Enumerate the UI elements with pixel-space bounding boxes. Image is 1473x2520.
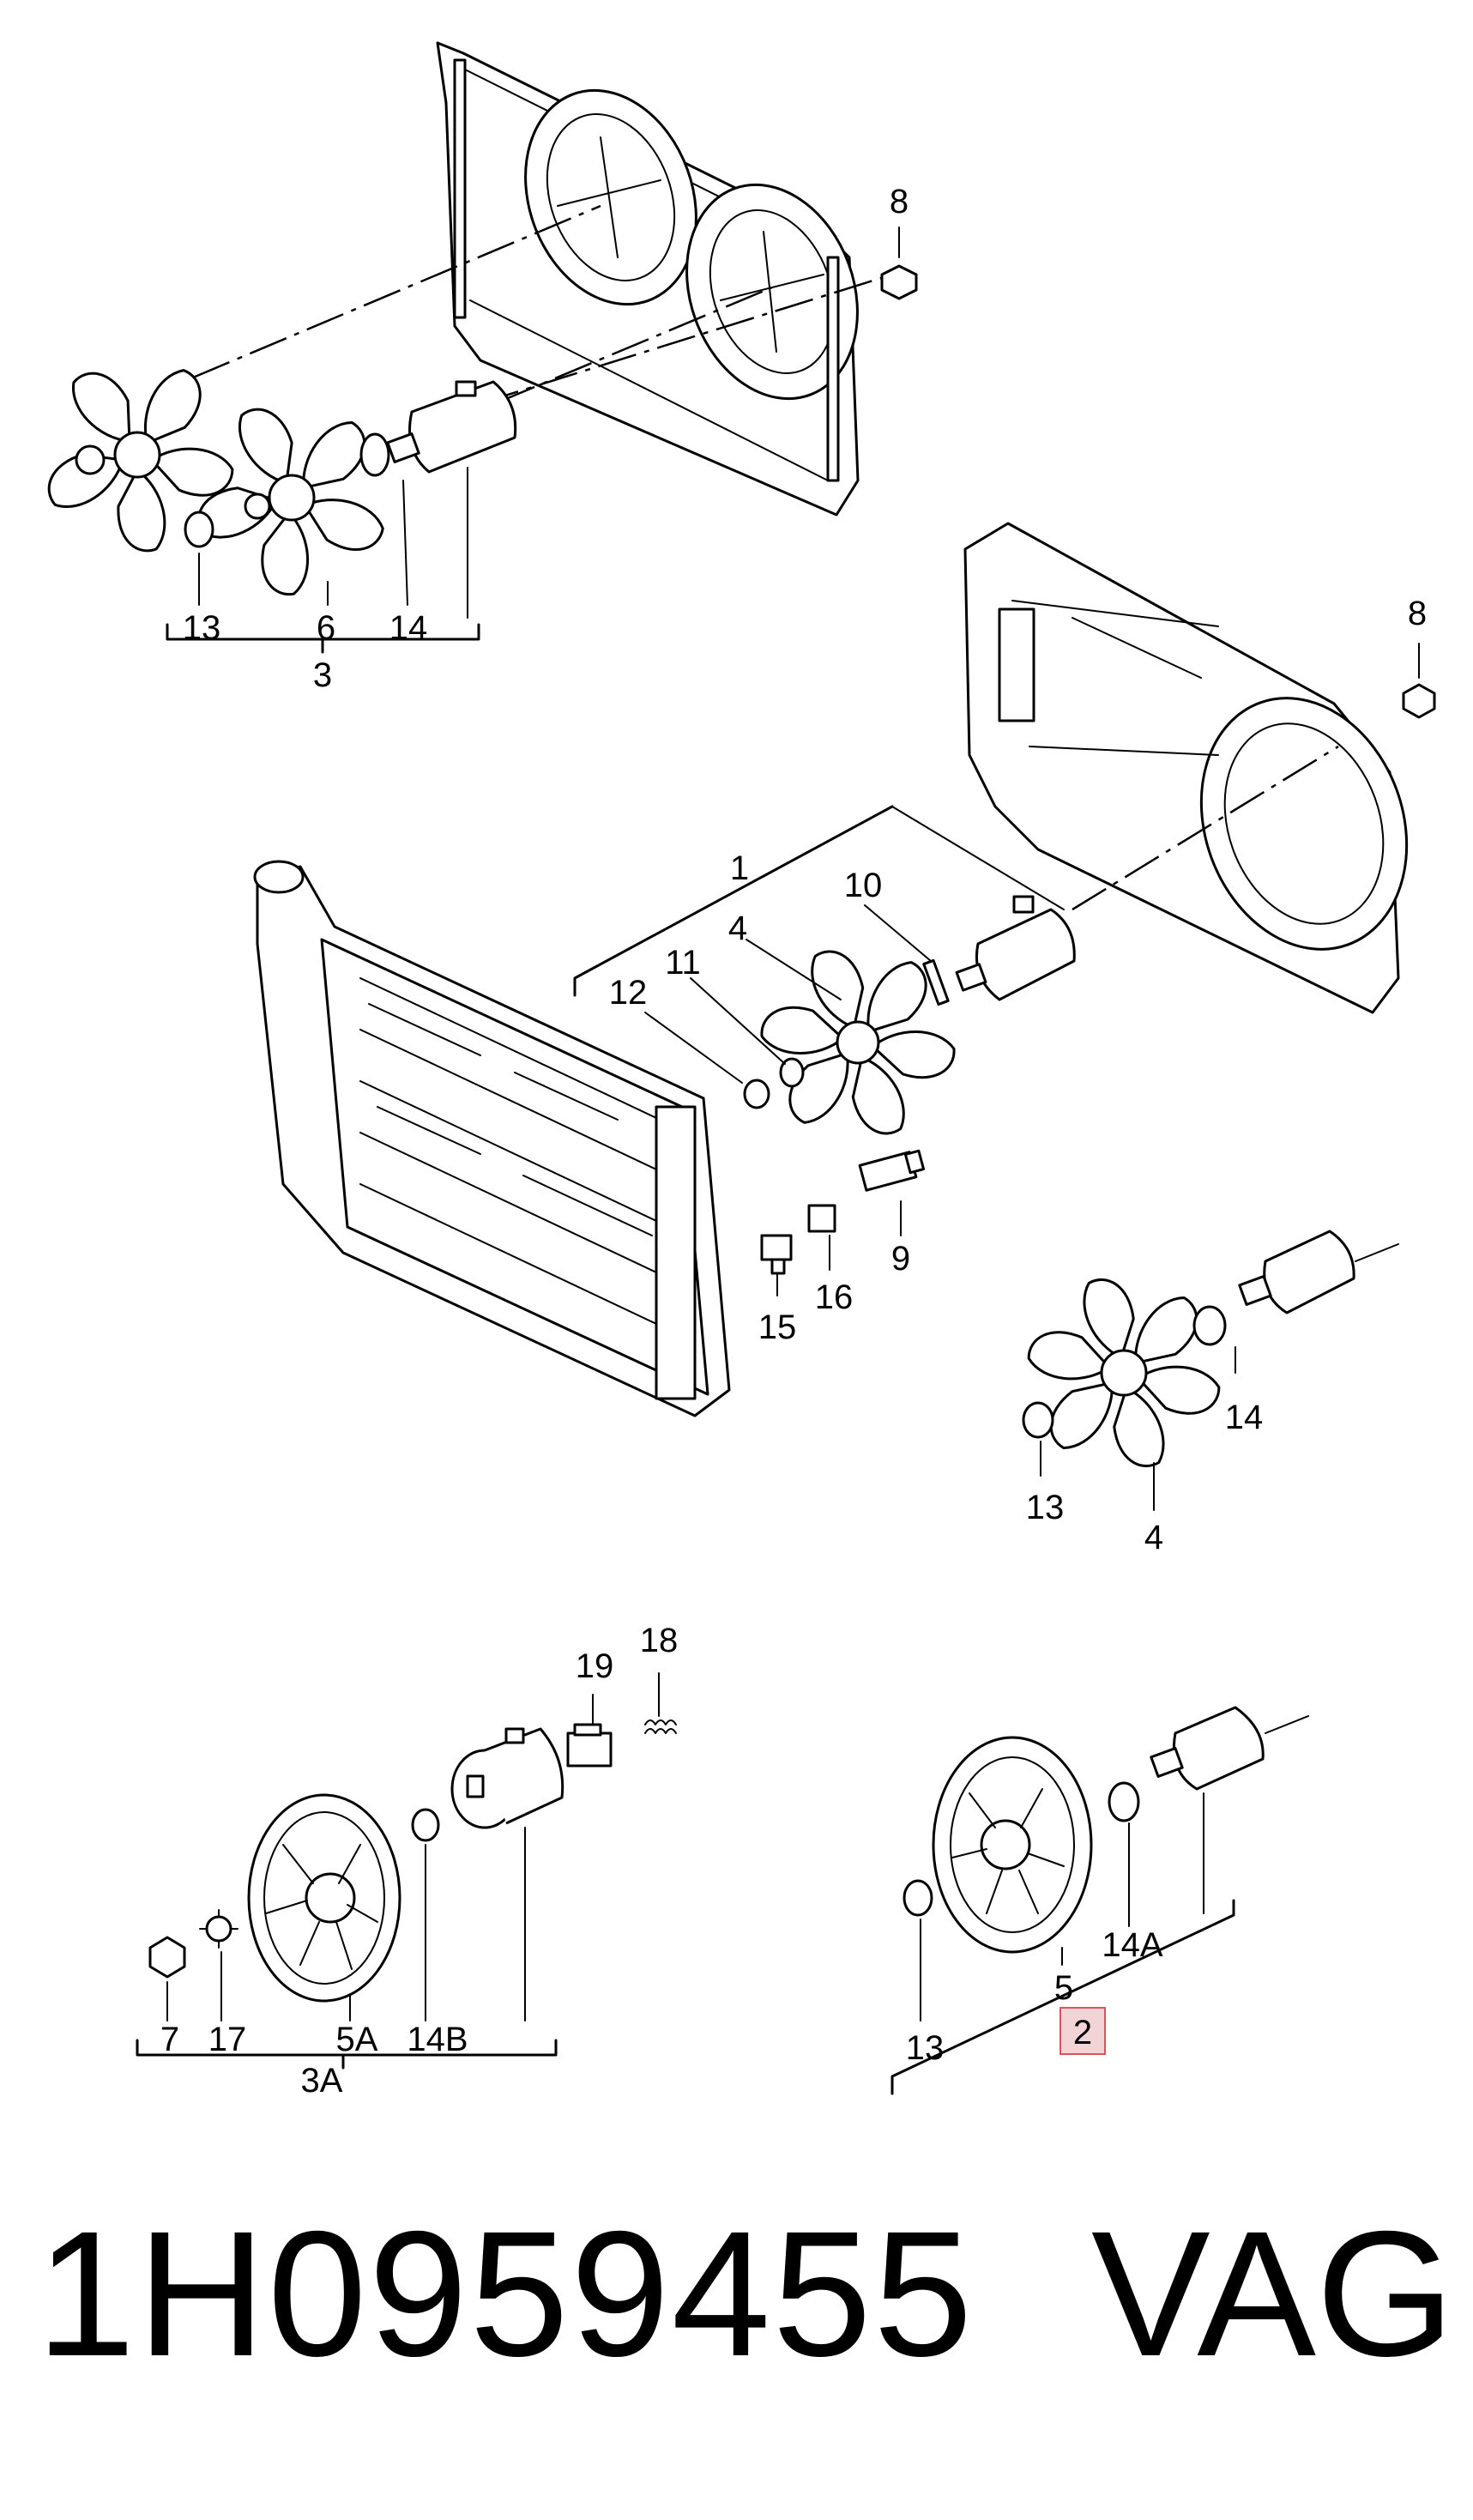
label-13-bottom: 13	[906, 2029, 945, 2067]
label-18: 18	[640, 1622, 679, 1659]
nut-8-top	[880, 264, 918, 300]
motor-2	[1150, 1706, 1309, 1791]
single-fan-shroud	[963, 522, 1409, 1014]
label-19: 19	[576, 1647, 614, 1685]
part-number: 1H0959455	[36, 2195, 975, 2394]
label-15: 15	[758, 1308, 797, 1346]
dash-centerline-middle	[1072, 745, 1339, 911]
twin-fan-shroud	[436, 41, 860, 517]
brand-name: VAG	[1091, 2195, 1455, 2394]
fan-5A	[247, 1793, 401, 2003]
label-17: 17	[208, 2021, 247, 2058]
fan-5	[932, 1736, 1093, 1954]
label-4-right: 4	[1144, 1519, 1163, 1556]
fan-4-right	[1023, 1273, 1225, 1472]
washer-13-top	[184, 511, 214, 548]
label-5: 5	[1054, 1969, 1073, 2007]
label-3A: 3A	[301, 2062, 343, 2100]
washer-13-bottom	[903, 1879, 933, 1917]
label-3: 3	[313, 656, 332, 694]
motor-top	[386, 380, 517, 474]
label-8-middle: 8	[1408, 595, 1427, 632]
bracket-2	[890, 1792, 1235, 2095]
clip-12	[743, 1079, 770, 1109]
clip-16	[807, 1204, 836, 1233]
label-13-top: 13	[183, 609, 221, 647]
label-6: 6	[317, 609, 335, 647]
sensor-15	[760, 1234, 793, 1275]
ring-11	[779, 1057, 805, 1088]
label-13-right: 13	[1026, 1489, 1065, 1526]
label-11: 11	[665, 944, 701, 982]
connector-19	[566, 1723, 613, 1768]
motor-3A	[450, 1727, 564, 1829]
label-5A: 5A	[336, 2021, 378, 2058]
leader-lines-right	[1040, 1346, 1236, 1511]
motor-middle	[955, 895, 1076, 1001]
bracket-3A	[136, 1672, 660, 2070]
label-4-middle: 4	[728, 909, 747, 947]
switch-9	[858, 1149, 926, 1192]
label-10: 10	[844, 867, 883, 904]
label-14A: 14A	[1102, 1926, 1162, 1964]
label-8-top: 8	[890, 183, 909, 221]
label-9: 9	[891, 1240, 910, 1278]
label-14-right: 14	[1225, 1399, 1264, 1436]
washer-17	[199, 1909, 238, 1949]
label-14-top: 14	[389, 609, 428, 647]
ring-14-right	[1192, 1305, 1227, 1346]
label-12: 12	[609, 974, 648, 1012]
washer-13-right	[1022, 1401, 1054, 1439]
fan-4-middle	[757, 943, 959, 1142]
label-2: 2	[1073, 2014, 1092, 2052]
ring-14-top	[359, 432, 390, 477]
ring-14A	[1108, 1781, 1140, 1822]
motor-right	[1238, 1230, 1399, 1314]
fan-6-right	[192, 399, 390, 599]
label-14B: 14B	[407, 2021, 468, 2058]
label-7: 7	[160, 2021, 179, 2058]
fan-6-left	[39, 360, 238, 553]
pin-10	[922, 958, 950, 1006]
nut-7	[148, 1936, 186, 1979]
leader-lines-middle	[573, 805, 1065, 1296]
bracket-3	[166, 227, 900, 654]
highlight-box	[1059, 2007, 1106, 2055]
radiator	[253, 860, 731, 1417]
nut-8-middle	[1402, 683, 1436, 719]
spring-18	[644, 1719, 677, 1734]
washer-14B	[411, 1808, 440, 1842]
label-16: 16	[815, 1278, 854, 1316]
label-1: 1	[730, 849, 749, 887]
